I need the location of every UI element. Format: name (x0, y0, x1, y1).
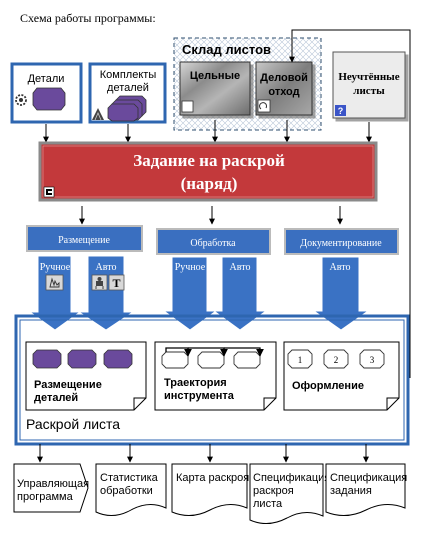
offcut-label-2: отход (268, 86, 299, 98)
processing-label: Обработка (190, 238, 236, 249)
formatting-step-2: 2 (334, 355, 339, 365)
cutting-task-block: Задание на раскрой (наряд) (38, 141, 378, 202)
offcut-feedback-arrow (289, 29, 411, 378)
statistics-output: Статистика обработки (95, 463, 167, 516)
task-title-2: (наряд) (181, 174, 238, 193)
documentation-stage: Документирование (284, 228, 399, 255)
unaccounted-label-2: листы (353, 85, 385, 97)
formatting-panel: 1 2 3 Оформление (283, 341, 400, 411)
trajectory-panel-label-1: Траектория (164, 377, 227, 389)
cutting-map-output: Карта раскроя (171, 463, 249, 516)
placement-manual-label: Ручное (40, 262, 71, 273)
detail-sets-label-1: Комплекты (100, 69, 157, 81)
placement-panel-label-2: деталей (34, 392, 78, 404)
formatting-step-1: 1 (298, 355, 303, 365)
formatting-panel-label: Оформление (292, 380, 364, 392)
refresh-icon (257, 99, 271, 113)
detail-sets-source: Комплекты деталей (88, 62, 167, 124)
placement-stage: Размещение (26, 225, 143, 252)
details-label: Детали (28, 73, 65, 85)
trajectory-panel: Траектория инструмента (154, 341, 277, 411)
task-spec-label-2: задания (330, 485, 372, 497)
robot-icon (91, 274, 108, 291)
unaccounted-sheets-source: Неучтённые листы ? (332, 51, 406, 119)
sheet-cutting-frame: Раскрой листа (14, 314, 410, 446)
whole-sheets-label: Цельные (190, 70, 240, 82)
formatting-step-3: 3 (370, 355, 375, 365)
sheet-spec-output: Спецификация раскроя листа (249, 463, 330, 524)
placement-auto-label: Авто (96, 262, 117, 273)
warehouse-title: Склад листов (182, 42, 271, 57)
gear-icon (15, 94, 27, 106)
sheet-cutting-title: Раскрой листа (26, 416, 120, 432)
task-icon (43, 186, 55, 198)
statistics-label-2: обработки (100, 485, 153, 497)
sheet-warehouse: Склад листов Цельные Деловой отход (173, 37, 322, 131)
control-program-output: Управляющая программа (13, 463, 89, 513)
text-icon: T (108, 274, 125, 291)
unaccounted-label-1: Неучтённые (338, 71, 399, 83)
task-spec-output: Спецификация задания (325, 463, 407, 516)
offcut-label-1: Деловой (260, 72, 308, 84)
doc-icon (181, 100, 194, 113)
details-source: Детали (10, 62, 83, 124)
processing-manual-label: Ручное (175, 262, 206, 273)
svg-text:T: T (112, 276, 120, 290)
processing-manual-arrow: Ручное (162, 256, 218, 331)
control-program-label-1: Управляющая (17, 478, 89, 490)
statistics-label-1: Статистика (100, 472, 159, 484)
processing-auto-arrow: Авто (212, 256, 268, 331)
task-title-1: Задание на раскрой (133, 151, 285, 170)
placement-auto-arrow: Авто T (77, 255, 135, 331)
documentation-auto-arrow: Авто (312, 256, 370, 331)
placement-panel: Размещение деталей (25, 341, 147, 411)
detail-sets-label-2: деталей (107, 82, 149, 94)
trajectory-panel-label-2: инструмента (164, 390, 235, 402)
sheet-spec-label-3: листа (253, 498, 283, 510)
pyramid-icon (92, 108, 104, 121)
control-program-label-2: программа (17, 491, 74, 503)
offcut-card (255, 61, 313, 116)
placement-panel-label-1: Размещение (34, 379, 102, 391)
svg-text:?: ? (338, 106, 344, 116)
diagram-heading: Схема работы программы: (20, 11, 156, 25)
sheet-spec-label-2: раскроя (253, 485, 294, 497)
sheet-spec-label-1: Спецификация (253, 472, 330, 484)
processing-stage: Обработка (156, 228, 271, 255)
cutting-map-label: Карта раскроя (176, 472, 249, 484)
hand-icon (45, 274, 64, 291)
placement-label: Размещение (58, 235, 110, 246)
question-icon: ? (335, 105, 346, 116)
processing-auto-label: Авто (230, 262, 251, 273)
task-spec-label-1: Спецификация (330, 472, 407, 484)
documentation-auto-label: Авто (330, 262, 351, 273)
documentation-label: Документирование (300, 238, 382, 249)
placement-manual-arrow: Ручное (28, 255, 82, 331)
